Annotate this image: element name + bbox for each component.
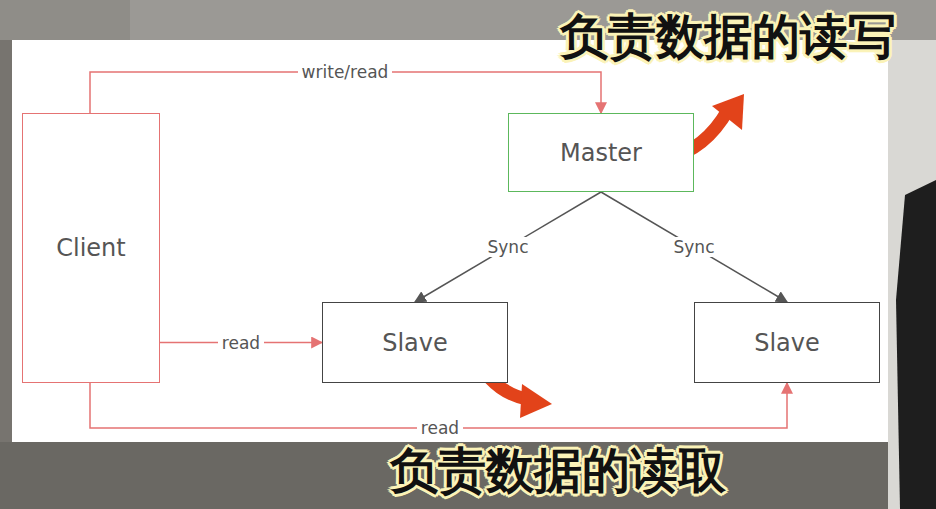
connector-arrow bbox=[415, 192, 601, 302]
edge-label: Sync bbox=[484, 237, 533, 257]
slave-box: Slave bbox=[322, 302, 508, 383]
wall-panel bbox=[0, 0, 130, 40]
master-box: Master bbox=[508, 113, 694, 192]
callout-arrow-head bbox=[520, 384, 552, 418]
slide-panel bbox=[12, 40, 888, 442]
connector-arrow bbox=[601, 192, 787, 302]
edge-label: write/read bbox=[298, 62, 393, 82]
whiteboard-edge bbox=[888, 40, 936, 509]
node-label: Slave bbox=[754, 329, 820, 357]
edge-label: read bbox=[218, 333, 264, 353]
edge-label: read bbox=[417, 418, 463, 438]
slave-box: Slave bbox=[694, 302, 880, 383]
presenter-silhouette bbox=[896, 180, 936, 509]
node-label: Master bbox=[560, 139, 642, 167]
node-label: Slave bbox=[382, 329, 448, 357]
client-box: Client bbox=[22, 113, 160, 383]
node-label: Client bbox=[56, 234, 125, 262]
edge-label: Sync bbox=[670, 237, 719, 257]
callout-arrow-head bbox=[712, 94, 744, 130]
caption-text: 负责数据的读取 bbox=[390, 440, 726, 500]
caption-text: 负责数据的读写 bbox=[560, 6, 896, 66]
